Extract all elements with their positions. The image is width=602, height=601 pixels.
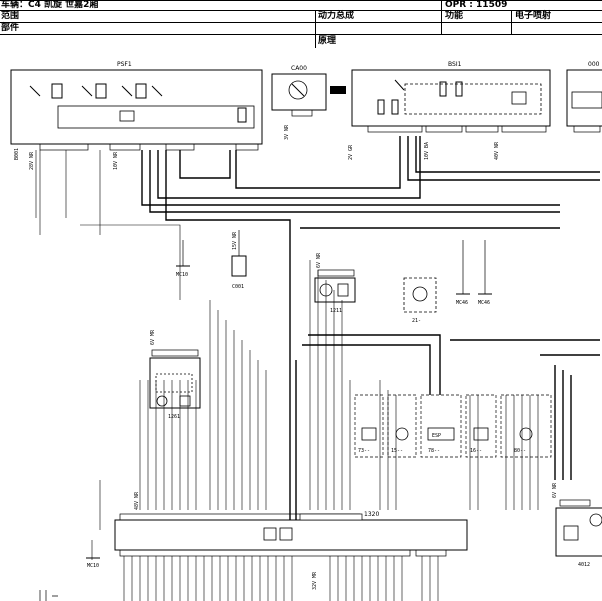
m1261-component: 1261 6V MR bbox=[149, 329, 201, 420]
svg-text:C001: C001 bbox=[232, 284, 244, 290]
m1320-wire-b: 32V MR bbox=[312, 571, 318, 590]
ground-symbols: MC10 MC46 MC46 MC10 bbox=[86, 240, 492, 569]
svg-text:1320: 1320 bbox=[364, 511, 379, 518]
bsi1-label: BSI1 bbox=[448, 61, 462, 68]
svg-text:MC10: MC10 bbox=[176, 272, 188, 278]
m1320-wire-a: 48V NR bbox=[134, 491, 140, 510]
svg-text:MC46: MC46 bbox=[478, 300, 490, 306]
component-label: 部件 bbox=[1, 23, 20, 33]
psf1-label: PSF1 bbox=[117, 61, 132, 68]
module-15: 15-- bbox=[387, 394, 417, 458]
header-rule-2 bbox=[0, 22, 602, 23]
pedal-sensor-icon bbox=[156, 395, 168, 407]
svg-text:78--: 78-- bbox=[428, 448, 440, 454]
gearbox-icon bbox=[473, 427, 489, 441]
ca00-wire-a: 3V NR bbox=[284, 124, 290, 140]
header-col-divider-2 bbox=[441, 0, 442, 34]
header-rule-top bbox=[0, 0, 602, 1]
pedal-icon bbox=[179, 395, 191, 407]
m1320-ecu: 1320 48V NR 32V MR bbox=[114, 491, 468, 590]
m4012-wire-a: 6V NR bbox=[552, 482, 558, 498]
header-rule-3 bbox=[0, 34, 602, 35]
fuel-gauge-icon bbox=[337, 283, 349, 297]
module-80: 80-- bbox=[500, 394, 552, 458]
header-rule-1 bbox=[0, 10, 602, 11]
svg-text:73--: 73-- bbox=[358, 448, 370, 454]
m1211-component: 1211 6V NR bbox=[314, 252, 356, 314]
ecu-power-icon bbox=[279, 527, 293, 541]
c001-component: C001 15V NR bbox=[231, 230, 247, 290]
ground-mc46-a: MC46 bbox=[456, 240, 470, 306]
gauge-icon bbox=[589, 513, 602, 527]
thin-signal-wires bbox=[35, 150, 539, 560]
wiring-diagram: PSF1 B001 28V NR 10V NR CA00 3V NR BSI1 bbox=[10, 61, 602, 601]
module-16: 16-- bbox=[465, 394, 497, 458]
fan-icon bbox=[395, 427, 409, 441]
opr-label: OPR : 11509 bbox=[445, 0, 508, 10]
relay-icon bbox=[511, 91, 527, 105]
ca00-ignition-switch: CA00 3V NR bbox=[271, 65, 346, 140]
svg-text:4012: 4012 bbox=[578, 562, 590, 568]
pump-icon bbox=[319, 283, 333, 297]
vehicle-label: 车辆：C4 凯旋 世嘉2厢 bbox=[1, 0, 99, 10]
svg-text:80--: 80-- bbox=[514, 448, 526, 454]
header-col-divider-3 bbox=[511, 10, 512, 34]
esp-icon: ESP bbox=[432, 433, 441, 439]
psf1-connector-pins bbox=[39, 143, 259, 151]
svg-text:21-: 21- bbox=[412, 318, 421, 324]
svg-text:1211: 1211 bbox=[330, 308, 342, 314]
m4012-component: 4012 6V NR bbox=[552, 482, 602, 568]
scope-label: 范围 bbox=[1, 11, 20, 21]
relay-icon bbox=[119, 110, 135, 122]
ground-mc10-top: MC10 bbox=[176, 240, 190, 278]
display-icon bbox=[361, 427, 377, 441]
bsi1-fuses bbox=[377, 79, 463, 115]
function-value: 电子喷射 bbox=[515, 11, 552, 21]
section-label: 原理 bbox=[318, 36, 337, 46]
bsi1-module: BSI1 2V GR 10V BA 40V NR bbox=[348, 61, 551, 160]
c000-label: 000 bbox=[588, 61, 600, 68]
main-harness-wires bbox=[141, 136, 600, 520]
svg-text:16--: 16-- bbox=[470, 448, 482, 454]
group-label: 动力总成 bbox=[318, 11, 355, 21]
psf1-switches bbox=[29, 83, 247, 123]
bsi1-wire-b: 10V BA bbox=[424, 142, 430, 160]
b001-label: B001 bbox=[14, 148, 20, 160]
c000-module: 000 bbox=[566, 61, 602, 133]
key-icon bbox=[330, 86, 346, 94]
header-col-divider-1 bbox=[315, 10, 316, 48]
sensor-icon bbox=[412, 286, 428, 302]
dashed-modules-row: 73-- 15-- ESP 78-- 16-- 80-- bbox=[354, 394, 552, 458]
function-label: 功能 bbox=[445, 11, 464, 21]
lower-left-wires bbox=[39, 590, 58, 601]
m1261-wire-a: 6V MR bbox=[150, 329, 156, 345]
c001-wire-a: 15V NR bbox=[232, 231, 238, 250]
psf1-wire-b: 10V NR bbox=[113, 151, 119, 170]
ground-mc46-b: MC46 bbox=[478, 240, 492, 306]
header-table: 车辆：C4 凯旋 世嘉2厢 OPR : 11509 范围 动力总成 功能 电子喷… bbox=[0, 0, 602, 48]
svg-text:15--: 15-- bbox=[391, 448, 403, 454]
key-switch-icon bbox=[288, 80, 308, 100]
ecu-chip-icon bbox=[263, 527, 277, 541]
sensor-icon bbox=[563, 525, 579, 541]
ecu-lower-wires bbox=[123, 556, 439, 601]
ground-mc10-bottom: MC10 bbox=[86, 557, 100, 569]
m1211-wire-a: 6V NR bbox=[316, 252, 322, 268]
psf1-fuse-box: PSF1 B001 28V NR 10V NR bbox=[10, 61, 263, 170]
svg-text:MC10: MC10 bbox=[87, 563, 99, 569]
psf1-wire-a: 28V NR bbox=[29, 151, 35, 170]
module-78: ESP 78-- bbox=[420, 394, 462, 458]
gear-icon bbox=[519, 427, 533, 441]
module-73: 73-- bbox=[354, 394, 384, 458]
bsi1-wire-c: 40V NR bbox=[494, 141, 500, 160]
sensor-21: 21- bbox=[403, 277, 437, 324]
bsi1-wire-a: 2V GR bbox=[348, 144, 354, 160]
svg-text:MC46: MC46 bbox=[456, 300, 468, 306]
svg-text:1261: 1261 bbox=[168, 414, 180, 420]
ca00-label: CA00 bbox=[291, 65, 307, 72]
